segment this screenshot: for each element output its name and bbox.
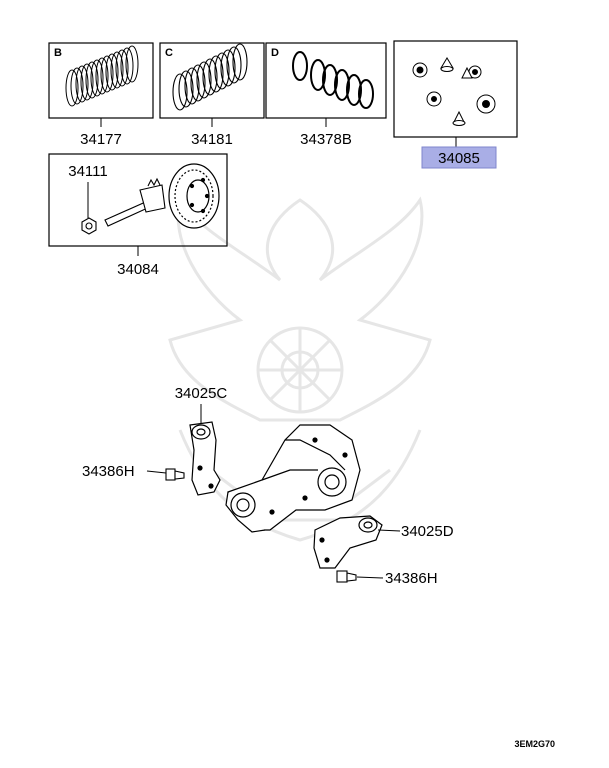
part-number-34386h-lower[interactable]: 34386H [385, 570, 438, 587]
part-number-34084[interactable]: 34084 [117, 261, 159, 278]
box-d-letter: D [271, 47, 279, 59]
part-number-34177[interactable]: 34177 [80, 131, 122, 148]
spring-c-icon [172, 43, 248, 111]
part-number-34085[interactable]: 34085 [438, 150, 480, 167]
part-number-34025d[interactable]: 34025D [401, 523, 454, 540]
box-c[interactable]: C 34181 [159, 42, 265, 148]
spring-b-icon [65, 45, 139, 107]
callout-bolt-left[interactable]: 34386H [82, 463, 167, 480]
ring-gear-icon [168, 163, 220, 229]
differential-housing-icon [225, 424, 361, 533]
box-c-letter: C [165, 47, 173, 59]
callout-bolt-lower[interactable]: 34386H [356, 570, 438, 587]
box-b[interactable]: B 34177 [48, 42, 154, 148]
part-number-34025c[interactable]: 34025C [175, 385, 228, 402]
box-f[interactable]: 34111 34084 [48, 153, 228, 278]
pinion-gear-icon [104, 177, 166, 227]
pinion-nut-icon [81, 217, 97, 235]
box-b-letter: B [54, 47, 62, 59]
part-number-34378b[interactable]: 34378B [300, 131, 352, 148]
bolt-left-icon [165, 468, 185, 481]
upper-bracket-icon [189, 421, 221, 496]
differential-assembly [165, 421, 383, 583]
differential-gears-icon [412, 57, 496, 126]
highlight-34085 [421, 146, 497, 169]
lower-bracket-icon [313, 515, 383, 569]
part-number-34386h-left[interactable]: 34386H [82, 463, 135, 480]
callout-bracket-upper[interactable]: 34025C [175, 385, 228, 424]
spring-d-icon [292, 51, 374, 109]
part-number-34111[interactable]: 34111 [68, 163, 108, 180]
bolt-lower-icon [336, 570, 357, 583]
callout-bracket-lower[interactable]: 34025D [377, 523, 454, 540]
box-d[interactable]: D 34378B [265, 42, 387, 148]
box-e[interactable]: 34085 [393, 40, 518, 169]
part-number-34181[interactable]: 34181 [191, 131, 233, 148]
diagram-code: 3EM2G70 [514, 739, 555, 749]
